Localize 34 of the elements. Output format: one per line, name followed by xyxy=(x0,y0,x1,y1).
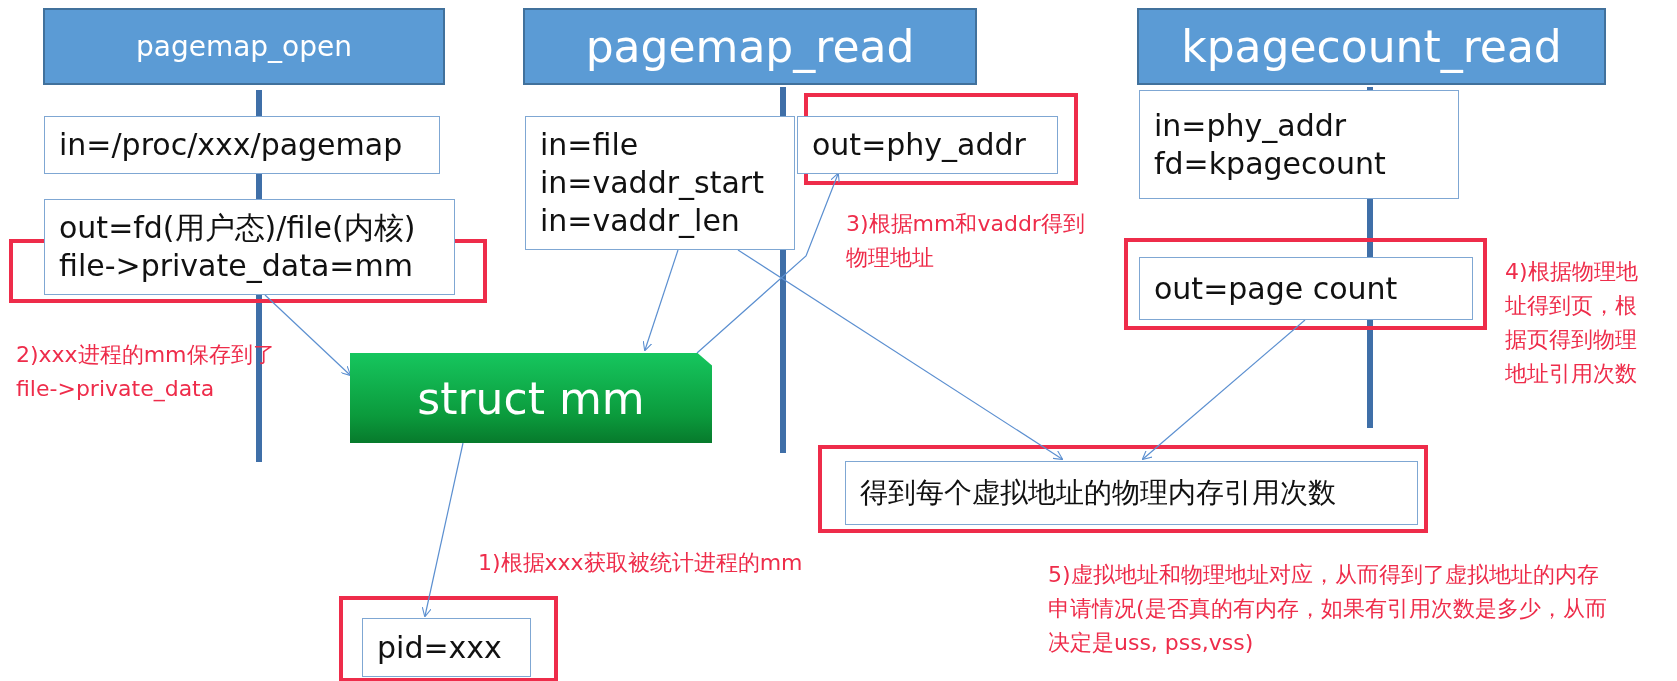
parameter-text: pid=xxx xyxy=(377,628,503,667)
parameter-text: file->private_data=mm xyxy=(59,247,414,285)
parameter-text: in=/proc/xxx/pagemap xyxy=(59,126,404,164)
parameter-text: in=vaddr_start xyxy=(540,164,765,202)
parameter-text: in=vaddr_len xyxy=(540,202,741,240)
parameter-text: in=phy_addr xyxy=(1154,106,1348,145)
parameter-box xyxy=(44,199,455,295)
function-header: pagemap_read xyxy=(523,8,977,85)
annotation-text: 5)虚拟地址和物理地址对应，从而得到了虚拟地址的内存申请情况(是否真的有内存，如果有引用次数是多少，从而决定是uss, pss,vss) xyxy=(1048,561,1608,657)
annotation-text: 3)根据mm和vaddr得到物理地址 xyxy=(846,210,1086,272)
parameter-text: out=fd(用户态)/file(内核) xyxy=(59,209,417,247)
parameter-box xyxy=(362,618,531,677)
arrow xyxy=(696,172,840,354)
annotation-text: 1)根据xxx获取被统计进程的mm xyxy=(478,549,804,577)
arrow xyxy=(421,442,464,618)
arrow xyxy=(264,294,352,377)
parameter-box xyxy=(44,116,440,174)
parameter-box xyxy=(1139,257,1473,320)
parameter-text: out=page count xyxy=(1154,269,1399,308)
parameter-box xyxy=(797,116,1058,174)
arrow xyxy=(1141,319,1306,461)
parameter-text: fd=kpagecount xyxy=(1154,144,1387,183)
parameter-text: 得到每个虚拟地址的物理内存引用次数 xyxy=(860,475,1337,511)
function-header: pagemap_open xyxy=(43,8,445,85)
parameter-box xyxy=(1139,90,1459,199)
annotation-text: 4)根据物理地址得到页，根据页得到物理地址引用次数 xyxy=(1505,258,1639,388)
arrow xyxy=(737,249,1064,461)
parameter-text: in=file xyxy=(540,126,640,164)
struct-box: struct mm xyxy=(350,353,712,443)
arrow xyxy=(642,249,679,352)
parameter-text: out=phy_addr xyxy=(812,126,1027,164)
parameter-box xyxy=(525,116,795,250)
parameter-box xyxy=(845,461,1418,525)
function-header: kpagecount_read xyxy=(1137,8,1606,85)
